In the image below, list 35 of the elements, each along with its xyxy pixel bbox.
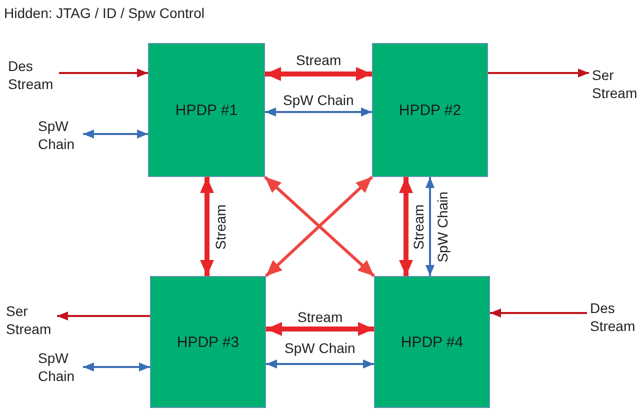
connector-arrow (266, 322, 374, 336)
connector-arrow (83, 362, 150, 372)
edge-label: SpW Chain (281, 92, 356, 108)
connector-arrow (265, 108, 372, 116)
connector-arrow (57, 312, 150, 320)
signal-label: Ser Stream (6, 302, 52, 338)
processor-box (150, 276, 266, 408)
connector-arrow (490, 308, 587, 318)
edge-label: Stream (212, 202, 228, 252)
signal-label: Ser Stream (592, 66, 638, 102)
box-label: HPDP #2 (398, 102, 462, 118)
edge-label: SpW Chain (282, 340, 358, 356)
box-label: HPDP #3 (176, 334, 240, 350)
connector-arrow (426, 177, 434, 276)
processor-box (374, 276, 490, 408)
connector-arrow (399, 177, 413, 276)
box-label: HPDP #4 (400, 334, 464, 350)
box-label: HPDP #1 (175, 102, 238, 118)
connector-arrow (265, 67, 372, 81)
diagram-title: Hidden: JTAG / ID / Spw Control (4, 5, 204, 21)
edge-label: Stream (294, 52, 344, 68)
connector-arrow (200, 177, 214, 276)
edge-label: SpW Chain (434, 190, 450, 264)
signal-label: SpW Chain (38, 117, 76, 153)
signal-label: SpW Chain (38, 349, 76, 385)
connector-arrow (488, 68, 589, 78)
edge-label: Stream (296, 309, 345, 325)
signal-label: Des Stream (590, 299, 636, 335)
processor-box (148, 43, 265, 177)
edge-label: Stream (410, 202, 426, 252)
connector-arrow (59, 68, 148, 78)
processor-box (372, 43, 488, 177)
connector-arrow (266, 360, 374, 368)
signal-label: Des Stream (8, 57, 54, 93)
connector-arrow (83, 130, 148, 138)
